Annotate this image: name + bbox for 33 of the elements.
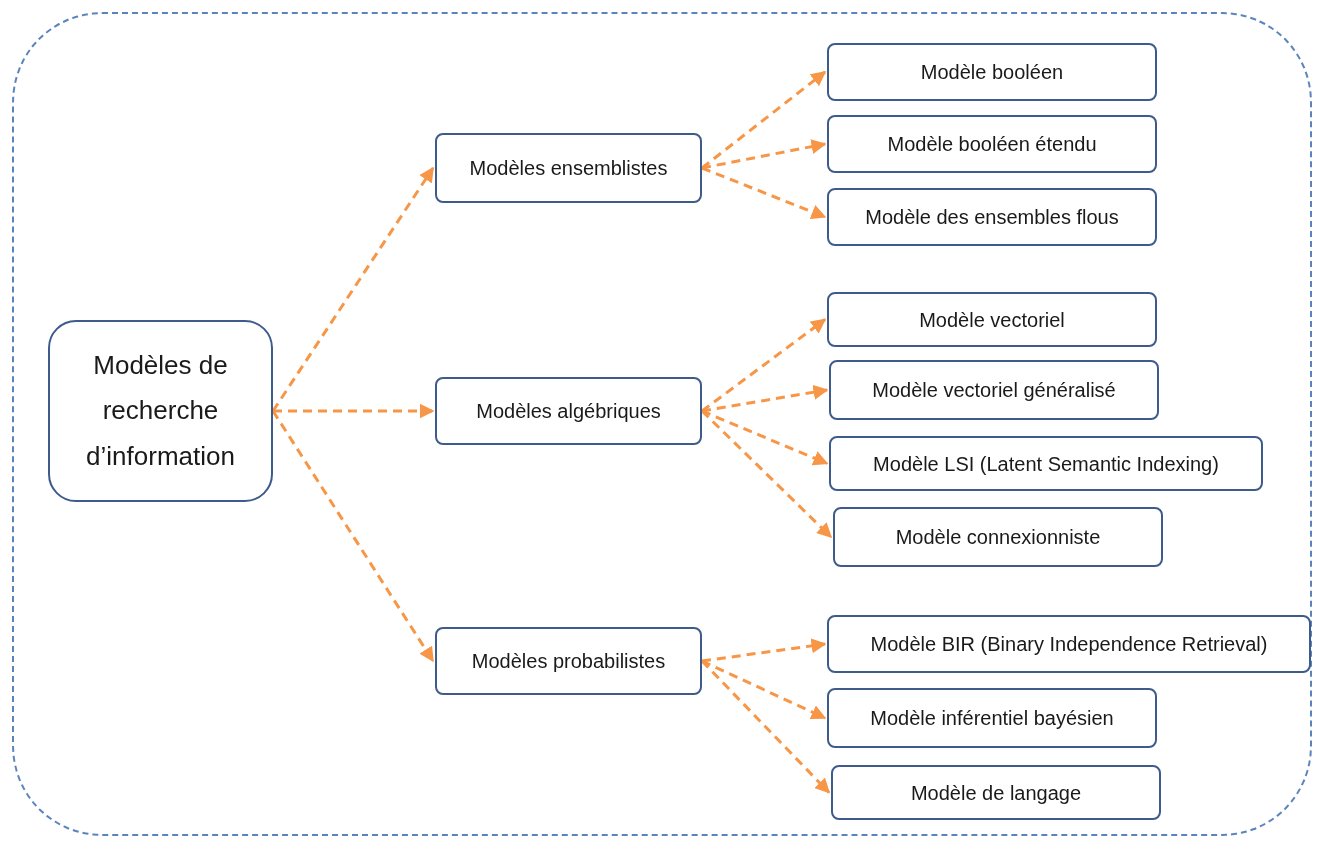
model-label: Modèle BIR (Binary Independence Retrieval) — [870, 632, 1268, 656]
model-box — [48, 320, 273, 502]
model-label: Modèle de langage — [910, 780, 1082, 805]
model-box — [435, 133, 702, 203]
model-label: Modèle inférentiel bayésien — [870, 706, 1114, 730]
model-box — [827, 43, 1157, 101]
model-box — [829, 360, 1159, 420]
model-box — [827, 688, 1157, 748]
model-box — [833, 507, 1163, 567]
model-label: Modèles algébriques — [476, 399, 661, 423]
model-label: Modèle vectoriel généralisé — [872, 378, 1116, 402]
model-label: Modèle booléen — [920, 60, 1064, 84]
model-box — [827, 615, 1311, 673]
model-label: Modèles de recherche d’information — [85, 348, 236, 473]
model-label: Modèle LSI (Latent Semantic Indexing) — [873, 451, 1219, 476]
model-box — [831, 765, 1161, 820]
model-label: Modèle vectoriel — [919, 307, 1065, 332]
model-box — [827, 115, 1157, 173]
model-box — [435, 377, 702, 445]
model-box — [829, 436, 1263, 491]
model-box — [827, 188, 1157, 246]
model-box — [435, 627, 702, 695]
arrow — [273, 403, 435, 419]
model-label: Modèles probabilistes — [471, 649, 666, 673]
model-label: Modèle connexionniste — [895, 525, 1101, 549]
arrow — [271, 410, 435, 663]
model-label: Modèles ensemblistes — [469, 156, 668, 180]
arrow — [271, 166, 435, 412]
arrow — [701, 638, 827, 663]
model-label: Modèle des ensembles flous — [865, 205, 1119, 229]
model-label: Modèle booléen étendu — [887, 132, 1097, 156]
model-box — [827, 292, 1157, 347]
arrow — [701, 166, 827, 219]
